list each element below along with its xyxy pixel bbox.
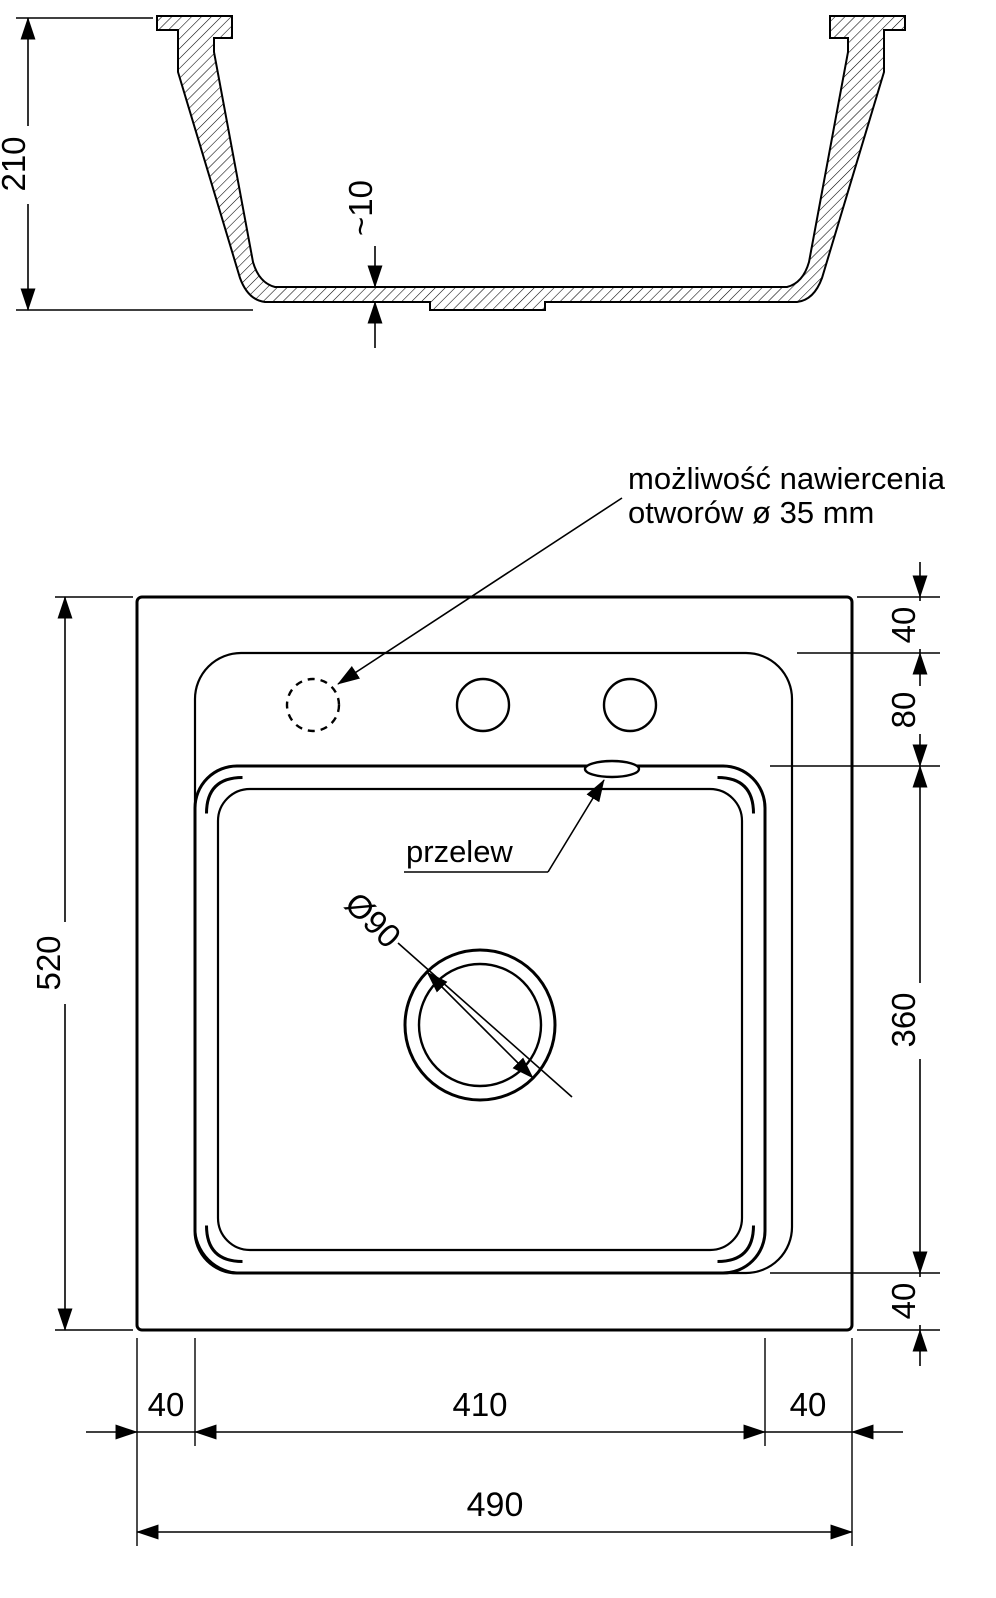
dim-base-thickness: ~10 [342, 180, 383, 348]
overflow-note: przelew [404, 779, 605, 873]
cross-section-view: 210 ~10 [0, 15, 906, 348]
drill-note-arrow [337, 497, 623, 685]
dim-bowl-length-label: 360 [885, 992, 922, 1047]
faucet-hole-1 [455, 677, 511, 733]
drain-inner-circle [417, 962, 543, 1088]
deck-surface-edge [193, 651, 794, 1275]
drill-note: możliwość nawiercenia otworów ø 35 mm [337, 461, 946, 685]
dim-chain-bottom: 40 410 40 [86, 1338, 903, 1546]
drill-note-line1: możliwość nawiercenia [628, 461, 946, 496]
dim-total-width-label: 490 [467, 1486, 524, 1524]
drain-outer-circle [403, 948, 557, 1102]
bowl-inner-wall [216, 787, 744, 1252]
dim-deck-height-label: 80 [885, 692, 922, 729]
dim-left-margin-label: 40 [148, 1386, 185, 1423]
dim-right-margin-label: 40 [790, 1386, 827, 1423]
dim-bowl-width-label: 410 [452, 1386, 507, 1423]
dim-top-margin-label: 40 [885, 607, 922, 644]
dim-base-thickness-label: ~10 [342, 180, 379, 236]
dim-label-mask [2, 126, 32, 204]
overflow-slot [583, 759, 641, 779]
dim-total-width-490: 490 [136, 1486, 853, 1540]
drain: Ø90 [338, 885, 573, 1102]
dim-depth-label: 210 [0, 136, 32, 191]
overflow-arrow [547, 779, 605, 873]
dim-total-height-label: 520 [30, 935, 67, 990]
drain-diameter-label: Ø90 [338, 885, 408, 955]
plan-view: Ø90 możliwość nawiercenia otworów ø 35 m… [30, 461, 946, 1546]
dim-bottom-margin-label: 40 [885, 1283, 922, 1320]
bowl-corner-fillets [205, 776, 755, 1263]
drill-note-line2: otworów ø 35 mm [628, 495, 874, 530]
overflow-label: przelew [406, 834, 513, 869]
faucet-hole-2 [602, 677, 658, 733]
dim-total-height-520: 520 [30, 596, 133, 1331]
sink-outer-edge [135, 595, 854, 1332]
dim-depth-210: 210 [0, 17, 253, 311]
bowl-outer-rim [193, 764, 767, 1275]
dim-chain-right: 40 80 360 40 [770, 562, 940, 1366]
drill-option-hole-dashed [285, 677, 341, 733]
sink-section-body [156, 15, 906, 311]
